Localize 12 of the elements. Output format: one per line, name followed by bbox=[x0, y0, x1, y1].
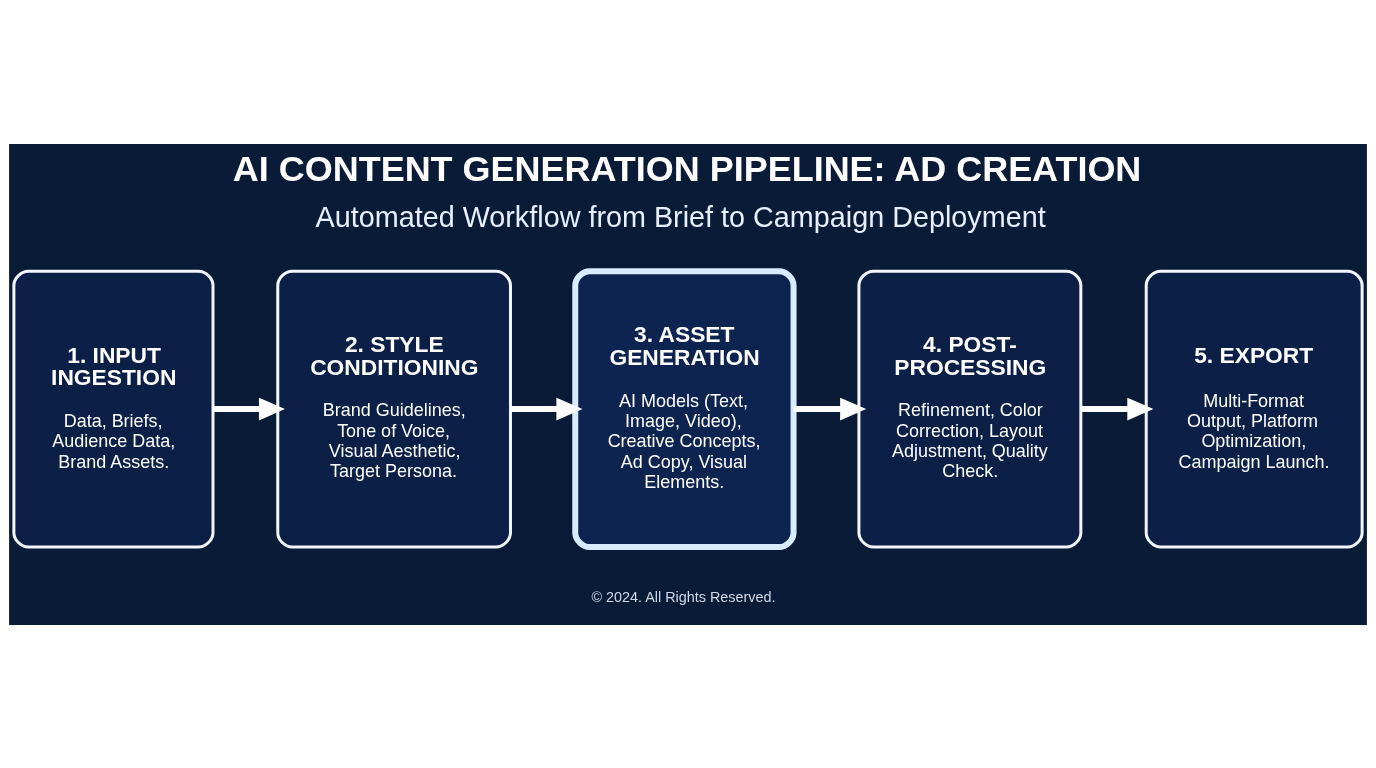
arrow bbox=[793, 397, 867, 420]
arrow bbox=[510, 397, 583, 420]
node-box: 1. INPUT INGESTION Data, Briefs, Audience Data, Brand Assets. bbox=[12, 269, 215, 549]
node-box: 4. POST-PROCESSING Refinement, Color Correction, Layout Adjustment, Quality Check. bbox=[857, 269, 1083, 549]
arrow bbox=[213, 397, 285, 420]
label: © 2024. All Rights Reserved. bbox=[591, 588, 776, 605]
label: Automated Workflow from Brief to Campaign Deployment bbox=[315, 200, 1046, 233]
node-box: 3. ASSET GENERATION AI Models (Text, Image, Video), Creative Concepts, Ad Copy, Visual Elements. bbox=[572, 267, 797, 550]
diagram-title: AI CONTENT GENERATION PIPELINE: AD CREATION bbox=[232, 147, 1142, 189]
node-box: 2. STYLE CONDITIONING Brand Guidelines, Tone of Voice, Visual Aesthetic, Target Persona. bbox=[276, 269, 512, 549]
node-box: 5. EXPORT Multi-Format Output, Platform Optimization, Campaign Launch. bbox=[1144, 269, 1364, 549]
arrow bbox=[1080, 397, 1154, 420]
